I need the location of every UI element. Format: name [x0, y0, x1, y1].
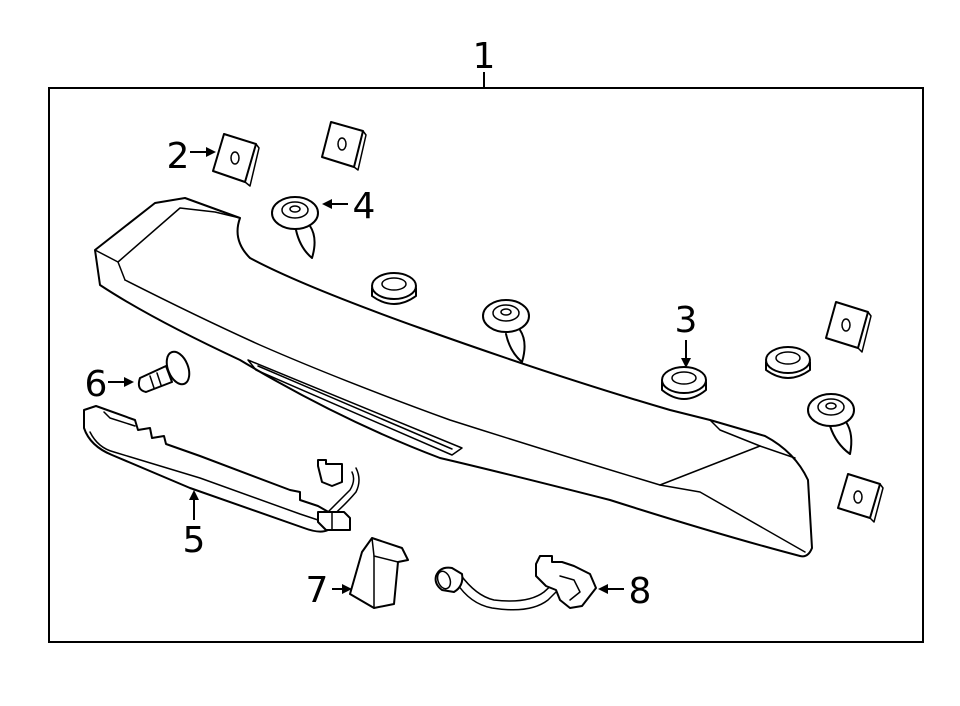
callout-8-arrowhead — [598, 584, 608, 594]
callout-2-arrowhead — [206, 147, 216, 157]
push-clip — [482, 299, 530, 363]
callout-5-arrowhead — [189, 490, 199, 500]
callout-4-arrowhead — [322, 199, 332, 209]
lamp-bar — [83, 405, 360, 533]
grommet — [371, 272, 417, 305]
square-nut — [321, 121, 367, 171]
callout-1: 1 — [473, 36, 496, 77]
callout-4: 4 — [353, 186, 376, 227]
callout-8: 8 — [629, 571, 652, 612]
callout-5: 5 — [183, 520, 206, 561]
callout-6-arrowhead — [124, 377, 134, 387]
callout-3: 3 — [675, 300, 698, 341]
callout-7: 7 — [306, 570, 329, 611]
bracket — [349, 537, 409, 609]
grommet — [765, 346, 811, 379]
push-clip — [807, 393, 855, 455]
callout-2: 2 — [167, 136, 190, 177]
screw — [137, 350, 191, 393]
callout-3-arrowhead — [681, 358, 691, 368]
push-clip — [271, 196, 319, 259]
square-nut — [825, 301, 872, 353]
grommet — [661, 366, 707, 400]
square-nut — [837, 473, 884, 523]
wiring-harness — [434, 555, 597, 611]
spoiler-assembly — [94, 197, 813, 558]
square-nut — [212, 133, 260, 187]
assembly-frame — [48, 87, 924, 643]
callout-6: 6 — [85, 364, 108, 405]
callout-7-arrowhead — [342, 584, 352, 594]
